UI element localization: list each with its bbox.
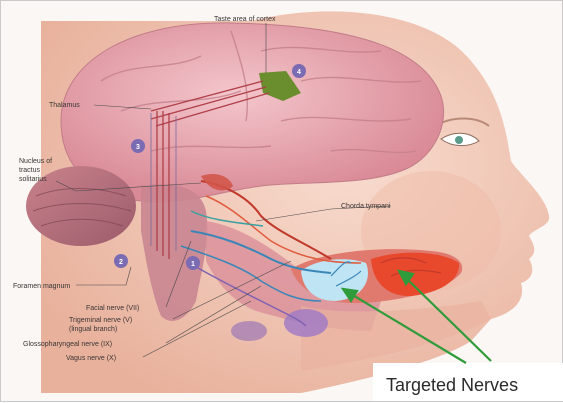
label-taste-area: Taste area of cortex — [214, 16, 276, 23]
gland — [284, 309, 328, 337]
marker-brainstem: 3 — [131, 139, 145, 153]
label-nucleus-3: solitarius — [19, 176, 47, 183]
marker-nerve: 1 — [186, 256, 200, 270]
marker-nerve-number: 1 — [191, 261, 195, 268]
marker-cortex: 4 — [292, 64, 306, 78]
marker-brainstem-number: 3 — [136, 144, 140, 151]
label-facial-nerve: Facial nerve (VII) — [86, 305, 139, 312]
brain — [61, 23, 444, 202]
label-trigeminal-1: Trigeminal nerve (V) — [69, 317, 132, 324]
label-nucleus-2: tractus — [19, 167, 41, 174]
targeted-nerves-caption: Targeted Nerves — [386, 375, 518, 395]
label-glossopharyngeal: Glossopharyngeal nerve (IX) — [23, 341, 112, 348]
marker-foramen: 2 — [114, 254, 128, 268]
marker-cortex-number: 4 — [297, 69, 301, 76]
label-foramen-magnum: Foramen magnum — [13, 283, 70, 290]
label-thalamus: Thalamus — [49, 102, 80, 109]
label-nucleus-1: Nucleus of — [19, 158, 52, 165]
label-vagus: Vagus nerve (X) — [66, 355, 116, 362]
label-chorda-tympani: Chorda tympani — [341, 203, 391, 210]
marker-foramen-number: 2 — [119, 259, 123, 266]
label-trigeminal-2: (lingual branch) — [69, 326, 117, 333]
